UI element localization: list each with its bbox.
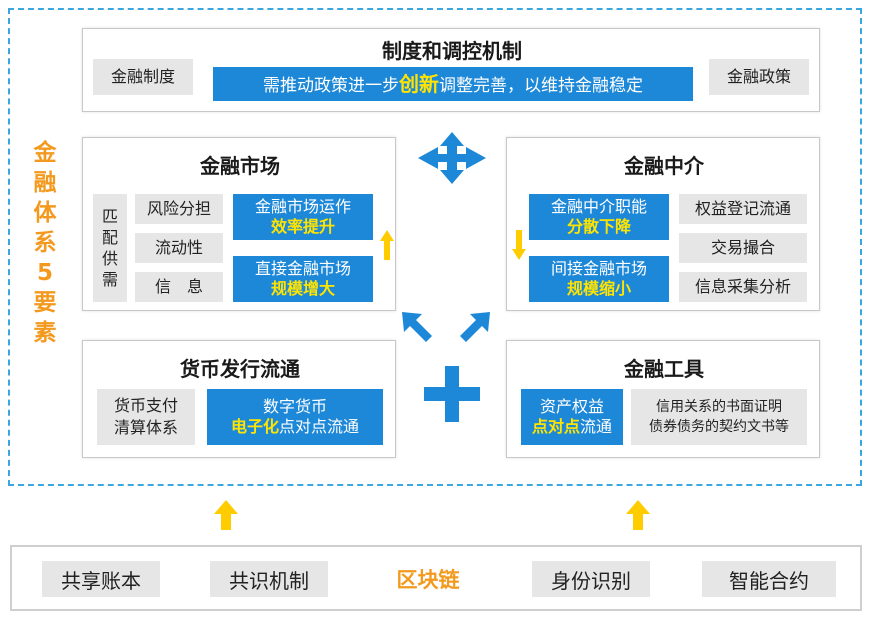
financial-policy-box: 金融政策 [709,59,809,95]
banner-pre: 需推动政策进一步 [263,76,399,96]
tools-title: 金融工具 [624,357,704,381]
inter-box2-l1: 间接金融市场 [550,259,647,278]
four-way-arrow-icon [418,132,486,184]
currency-panel: 货币发行流通 货币支付 清算体系 数字货币 电子化点对点流通 [82,340,396,458]
direct-market-box: 直接金融市场 规模增大 [233,256,373,302]
inter-item-1: 权益登记流通 [679,194,807,224]
intermediary-function-box: 金融中介职能 分散下降 [529,194,669,240]
market-title: 金融市场 [200,154,280,178]
market-box2-l2: 规模增大 [270,279,335,298]
smart-contract-chip: 智能合约 [702,561,836,597]
tools-blue-em: 点对点 [531,417,580,436]
regulation-panel: 制度和调控机制 金融制度 需推动政策进一步创新调整完善，以维持金融稳定 金融政策 [82,28,820,112]
arrow-up-left-icon [402,312,432,342]
credit-documents-box: 信用关系的书面证明 债券债务的契约文书等 [631,389,807,445]
policy-banner: 需推动政策进一步创新调整完善，以维持金融稳定 [213,67,693,101]
asset-equity-box: 资产权益 点对点流通 [521,389,623,445]
financial-system-box: 金融制度 [93,59,193,95]
arrow-up-right-icon [460,312,490,342]
banner-em: 创新 [399,72,439,96]
identity-chip: 身份识别 [532,561,650,597]
currency-left-l2: 清算体系 [113,418,178,437]
down-arrow-icon [512,230,526,260]
tools-blue-post: 流通 [580,417,613,436]
market-box2-l1: 直接金融市场 [254,259,351,278]
inter-item-2: 交易撮合 [679,233,807,263]
match-supply-demand: 匹配供需 [93,194,127,302]
shared-ledger-chip: 共享账本 [42,561,160,597]
blockchain-label: 区块链 [396,568,460,592]
inter-box2-l2: 规模缩小 [566,279,631,298]
inter-item-3: 信息采集分析 [679,272,807,302]
currency-blue-post: 点对点流通 [279,417,360,436]
market-box1-l2: 效率提升 [270,217,335,236]
currency-title: 货币发行流通 [180,357,300,381]
digital-currency-box: 数字货币 电子化点对点流通 [207,389,383,445]
payment-clearing-box: 货币支付 清算体系 [97,389,195,445]
banner-post: 调整完善，以维持金融稳定 [439,76,643,96]
regulation-title: 制度和调控机制 [382,39,522,63]
market-item-1: 风险分担 [135,194,223,224]
market-box1-l1: 金融市场运作 [254,197,351,216]
up-arrow-icon [380,230,394,260]
intermediary-panel: 金融中介 金融中介职能 分散下降 间接金融市场 规模缩小 权益登记流通 交易撮合… [506,137,820,311]
market-item-3: 信 息 [135,272,223,302]
system-frame [8,8,862,486]
intermediary-title: 金融中介 [624,154,704,178]
plus-icon [424,366,480,422]
currency-blue-em: 电子化 [230,417,279,436]
consensus-chip: 共识机制 [210,561,328,597]
blockchain-bar: 共享账本 共识机制 区块链 身份识别 智能合约 [10,545,862,611]
currency-left-l1: 货币支付 [113,396,178,415]
currency-blue-l1: 数字货币 [262,397,327,416]
market-efficiency-box: 金融市场运作 效率提升 [233,194,373,240]
indirect-market-box: 间接金融市场 规模缩小 [529,256,669,302]
tools-panel: 金融工具 资产权益 点对点流通 信用关系的书面证明 债券债务的契约文书等 [506,340,820,458]
up-arrow-left-icon [214,500,238,530]
tools-blue-l1: 资产权益 [539,397,604,416]
side-label: 金融体系5要素 [33,140,57,346]
up-arrow-right-icon [626,500,650,530]
tools-right-l2: 债券债务的契约文书等 [649,419,789,435]
inter-box1-l2: 分散下降 [566,217,631,236]
market-item-2: 流动性 [135,233,223,263]
tools-right-l1: 信用关系的书面证明 [656,399,782,415]
inter-box1-l1: 金融中介职能 [550,197,647,216]
market-panel: 金融市场 匹配供需 风险分担 流动性 信 息 金融市场运作 效率提升 直接金融市… [82,137,396,311]
